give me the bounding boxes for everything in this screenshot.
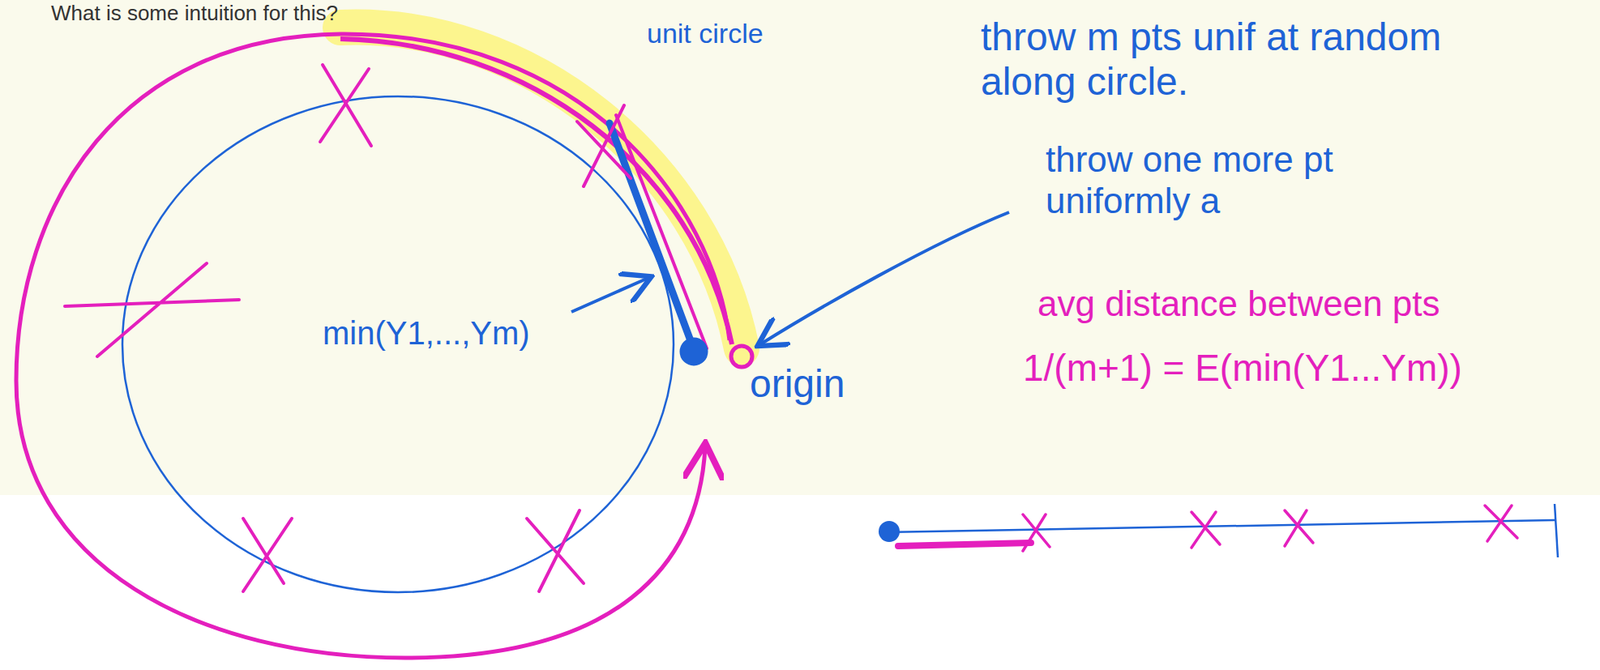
- origin-label: origin: [749, 361, 845, 407]
- circle-label: unit circle: [646, 17, 764, 50]
- highlight: [340, 27, 742, 349]
- number-line: [878, 504, 1558, 558]
- radius-line: [616, 115, 707, 349]
- random-points: [64, 64, 631, 592]
- whiteboard-ground: [0, 0, 1600, 496]
- unit-circle: [122, 96, 674, 593]
- leader-arrow: [571, 278, 649, 313]
- min-label: min(Y1,...,Ym): [322, 314, 531, 352]
- radius-line: [609, 123, 695, 352]
- question-heading: What is some intuition for this?: [51, 1, 338, 26]
- extra-point: [731, 346, 753, 368]
- origin-dot: [680, 338, 707, 365]
- note-text: throw m pts unif at random along circle.: [980, 14, 1484, 104]
- formula: 1/(m+1) = E(min(Y1...Ym)): [1022, 346, 1463, 390]
- note-text: throw one more pt uniformly a: [1045, 139, 1403, 222]
- leader-arrow: [760, 212, 1010, 345]
- wrap-around-loop: [16, 34, 730, 659]
- note-text: avg distance between pts: [1037, 283, 1441, 326]
